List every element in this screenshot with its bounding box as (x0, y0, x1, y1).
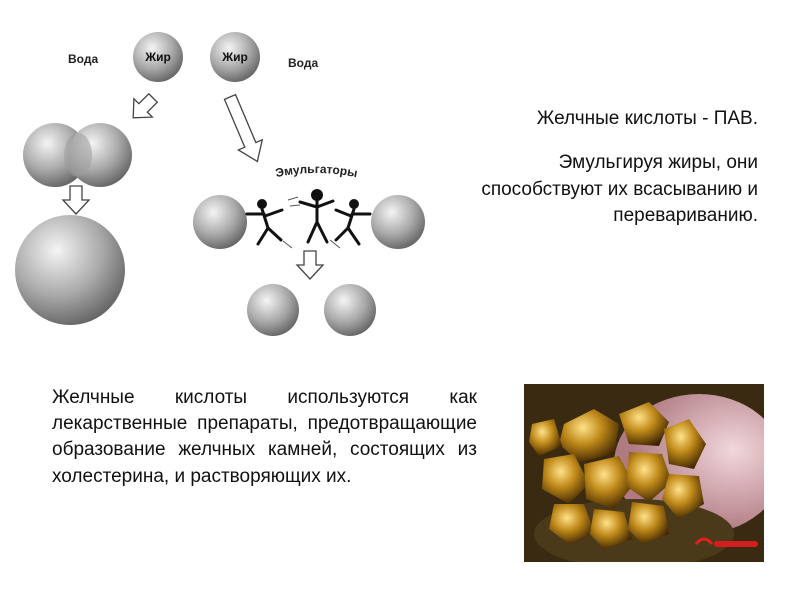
water-label-left: Вода (68, 52, 98, 66)
usage-text: Желчные кислоты используются как лекарст… (52, 387, 477, 487)
fat-droplet-emulsify-right (371, 195, 425, 249)
description-text: Эмульгируя жиры, они способствуют их вса… (481, 152, 758, 227)
long-arrow-icon (223, 93, 264, 163)
logo-mark (694, 537, 758, 547)
fat-label-right: Жир (221, 50, 248, 64)
gallstone-cluster (529, 402, 706, 549)
emulsification-diagram: Жир Жир Вода Вода Эмульгаторы (15, 32, 425, 336)
water-label-right: Вода (288, 56, 318, 70)
arrow-down-icon (61, 185, 91, 215)
merging-droplets (23, 123, 132, 187)
merged-fat-drop (15, 215, 125, 325)
fat-droplet-emulsify-left (193, 195, 247, 249)
gallstones-photo (524, 384, 764, 562)
fat-droplet-right (210, 32, 260, 82)
emulsifier-figure-right (334, 199, 372, 246)
emulsified-droplet-right (324, 284, 376, 336)
emulsified-droplet-left (247, 284, 299, 336)
emulsifiers-label: Эмульгаторы (274, 162, 359, 180)
motion-lines (282, 196, 341, 249)
arrow-icon (132, 92, 159, 119)
title-text: Желчные кислоты - ПАВ. (536, 108, 758, 129)
fat-droplet-left (133, 32, 183, 82)
emulsifier-figure-left (245, 199, 284, 246)
fat-label-left: Жир (144, 50, 171, 64)
arrow-down-icon (295, 250, 325, 280)
emulsifier-figure-center (298, 189, 335, 244)
